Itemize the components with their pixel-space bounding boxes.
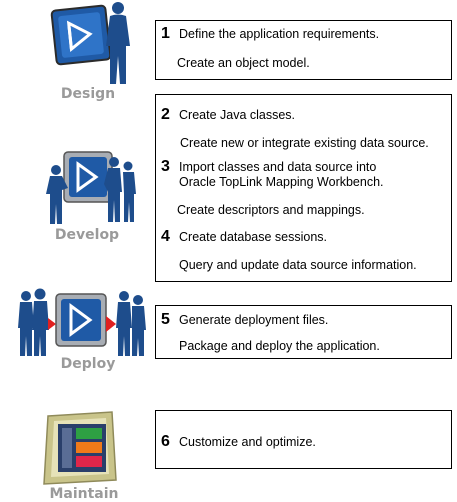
develop-step-box: 2 Create Java classes. Create new or int…: [155, 94, 452, 282]
step-title: Import classes and data source into Orac…: [179, 160, 384, 189]
step-number: 4: [161, 228, 170, 245]
step-6: 6 Customize and optimize.: [161, 433, 316, 451]
step-number: 6: [161, 433, 170, 450]
develop-stage-icon: [46, 151, 136, 224]
step-title: Customize and optimize.: [179, 435, 316, 449]
stage-label-maintain: Maintain: [49, 486, 119, 502]
maintain-stage-icon: [43, 411, 117, 485]
design-stage-icon: [50, 2, 130, 84]
step-number: 1: [161, 25, 170, 42]
step-title: Define the application requirements.: [179, 27, 380, 41]
design-step-box: 1 Define the application requirements. C…: [155, 20, 452, 80]
step-number: 5: [161, 311, 170, 328]
step-detail: Package and deploy the application.: [179, 339, 380, 353]
step-4: 4 Create database sessions.: [161, 228, 327, 246]
step-2: 2 Create Java classes.: [161, 106, 295, 124]
step-3: 3 Import classes and data source into Or…: [161, 158, 384, 190]
deploy-step-box: 5 Generate deployment files. Package and…: [155, 305, 452, 359]
step-title: Generate deployment files.: [179, 313, 329, 327]
step-1: 1 Define the application requirements.: [161, 25, 379, 43]
step-detail: Query and update data source information…: [179, 258, 417, 272]
step-detail: Create descriptors and mappings.: [177, 203, 365, 217]
step-5: 5 Generate deployment files.: [161, 311, 328, 329]
step-number: 3: [161, 158, 170, 175]
step-title: Create Java classes.: [179, 108, 296, 122]
stage-label-design: Design: [60, 86, 116, 102]
step-title: Create database sessions.: [179, 230, 328, 244]
maintain-step-box: 6 Customize and optimize.: [155, 410, 452, 469]
step-number: 2: [161, 106, 170, 123]
deploy-stage-icon: [18, 288, 146, 356]
step-detail: Create an object model.: [177, 56, 310, 70]
stage-label-deploy: Deploy: [60, 356, 116, 372]
step-detail: Create new or integrate existing data so…: [180, 136, 429, 150]
stage-label-develop: Develop: [54, 227, 120, 243]
